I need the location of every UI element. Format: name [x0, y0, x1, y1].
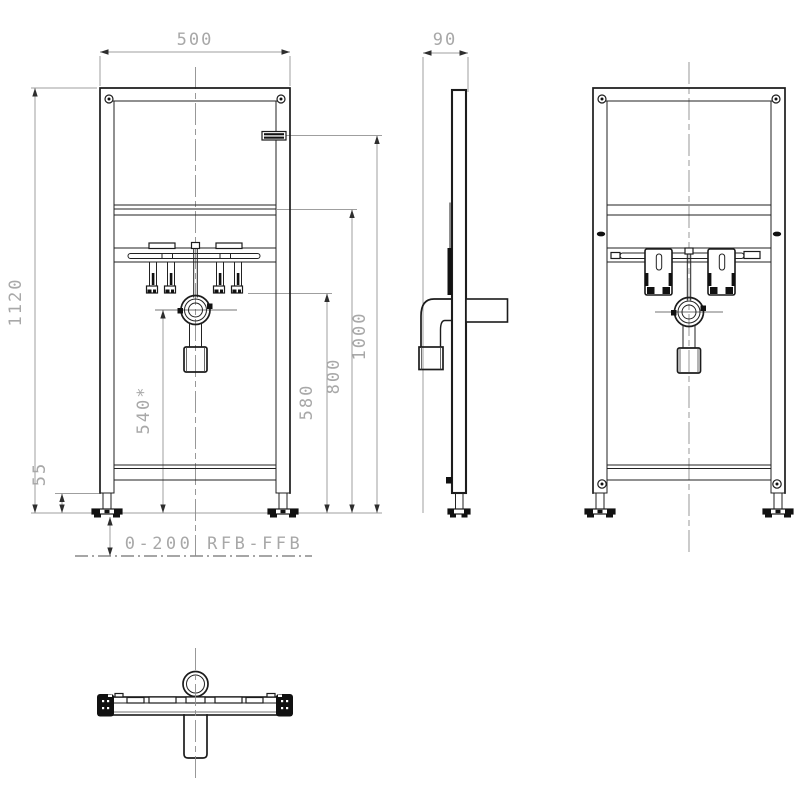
upper-crossbar	[113, 204, 277, 216]
dim-foot-height-label: 55	[30, 462, 50, 486]
dimension-frame-depth: 90	[422, 30, 469, 513]
drain-rod-head	[190, 241, 201, 250]
corner-screw-right	[771, 94, 781, 104]
drain-trap	[655, 296, 723, 374]
dim-frame-width-label: 500	[177, 30, 214, 50]
dimension-frame-height: 1120	[6, 87, 382, 514]
adjustable-foot-right	[762, 492, 794, 518]
upper-crossbar	[606, 204, 772, 216]
rear-view	[584, 62, 794, 556]
adjustable-foot-left	[91, 492, 123, 518]
dimension-frame-width: 500	[99, 30, 291, 86]
corner-screw-right	[276, 94, 286, 104]
end-cap-right	[276, 694, 293, 717]
basin-bracket-left	[145, 261, 177, 294]
end-cap-left	[97, 694, 114, 717]
dimension-upper-fixing-height: 1000	[286, 135, 382, 513]
adjustable-foot-left	[584, 492, 616, 518]
rail-edge-profile	[447, 248, 452, 295]
rail-top	[99, 692, 291, 716]
support-bracket-profile	[465, 298, 509, 323]
drain-rod	[684, 247, 694, 301]
dim-floor-adjust-label: 0-200 RFB-FFB	[125, 534, 304, 554]
adjustable-foot-profile	[447, 492, 471, 518]
dim-upper-fixing-label: 1000	[350, 312, 370, 361]
bottom-crossbar	[113, 464, 277, 481]
side-view	[418, 88, 509, 518]
frame-outline	[592, 87, 786, 494]
dimension-floor-adjust: 0-200 RFB-FFB	[75, 517, 312, 557]
bracket-tab-left	[148, 242, 176, 250]
side-screw-left	[596, 231, 606, 237]
dim-bracket-height-label: 580	[297, 384, 317, 421]
basin-bracket-right	[707, 248, 736, 296]
adjustable-foot-right	[267, 492, 299, 518]
drain-trap	[155, 248, 237, 373]
frame-profile	[450, 88, 468, 495]
foot-screw-left	[597, 479, 607, 489]
mounting-rail	[113, 247, 277, 263]
fixing-screw-profile	[446, 477, 452, 484]
upper-fixing-clamp	[261, 130, 287, 141]
corner-screw-left	[104, 94, 114, 104]
foot-screw-right	[772, 479, 782, 489]
dimension-foot-height: 55	[30, 462, 99, 513]
side-screw-right	[772, 231, 782, 237]
dim-crossbar-height-label: 800	[324, 358, 344, 395]
dim-trap-height-label: 540*	[134, 386, 154, 435]
bracket-tab-right	[215, 242, 243, 250]
basin-bracket-left	[644, 248, 673, 296]
bottom-crossbar	[606, 464, 772, 481]
dimension-crossbar-height: 800	[277, 209, 357, 513]
front-view	[91, 67, 299, 556]
dimension-trap-height: 540*	[134, 310, 166, 513]
dim-frame-depth-label: 90	[433, 30, 457, 50]
corner-screw-left	[597, 94, 607, 104]
dim-frame-height-label: 1120	[6, 278, 26, 327]
top-view	[97, 648, 293, 778]
frame-outline	[99, 87, 291, 494]
drain-elbow	[418, 298, 453, 371]
basin-bracket-right	[212, 261, 244, 294]
